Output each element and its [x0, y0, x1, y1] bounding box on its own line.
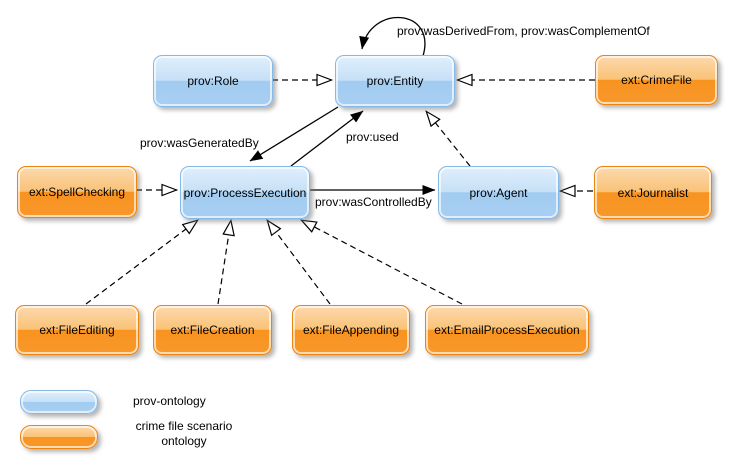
node-ext-journalist: ext:Journalist [594, 166, 712, 219]
node-label: prov:Agent [469, 185, 528, 200]
node-ext-spellchecking: ext:SpellChecking [17, 166, 137, 218]
node-label: ext:CrimeFile [621, 73, 692, 87]
edge-label-wascontrolledby: prov:wasControlledBy [315, 195, 432, 209]
edge-label-used: prov:used [346, 130, 399, 144]
node-label: ext:SpellChecking [28, 185, 126, 199]
node-prov-role: prov:Role [153, 55, 273, 107]
node-ext-crimefile: ext:CrimeFile [595, 55, 718, 105]
edge-subclassof-fileappending-processexecution [266, 219, 331, 305]
node-prov-agent: prov:Agent [438, 166, 559, 219]
node-ext-filecreation: ext:FileCreation [153, 305, 272, 355]
node-label: ext:FileCreation [170, 323, 255, 337]
edge-subclassof-fileediting-processexecution [85, 219, 199, 305]
node-label: ext:FileAppending [302, 323, 400, 337]
legend-label-line1: crime file scenario [135, 419, 233, 433]
edge-wasderivedfrom-self-loop [359, 16, 426, 57]
node-label: prov:ProcessExecution [183, 185, 307, 200]
node-label: ext:FileEditing [39, 323, 115, 337]
node-label: ext:EmailProcessExecution [434, 323, 580, 337]
edge-subclassof-emailprocessexecution-processexecution [299, 219, 463, 305]
legend-label-crime-file-ontology: crime file scenario ontology [133, 419, 235, 449]
legend-swatch-crime-file-ontology [20, 425, 98, 449]
node-label: prov:Role [187, 74, 239, 88]
edge-label-wasgeneratedby: prov:wasGeneratedBy [140, 136, 259, 150]
edge-subclassof-filecreation-processexecution [217, 218, 235, 305]
node-ext-fileediting: ext:FileEditing [15, 305, 139, 355]
node-prov-entity: prov:Entity [335, 55, 455, 107]
edge-wasgeneratedby [249, 106, 339, 162]
node-label: prov:Entity [366, 74, 424, 88]
legend-swatch-prov-ontology [20, 390, 98, 414]
edge-label-wasderivedfrom-wascomplementof: prov:wasDerivedFrom, prov:wasComplementO… [397, 24, 650, 38]
edge-used [290, 110, 364, 167]
edge-subclassof-agent-entity [425, 110, 471, 167]
node-ext-emailprocessexecution: ext:EmailProcessExecution [425, 305, 589, 355]
node-label: ext:Journalist [617, 185, 689, 200]
node-prov-processexecution: prov:ProcessExecution [180, 166, 310, 219]
legend-label-line2: ontology [161, 434, 207, 448]
node-ext-fileappending: ext:FileAppending [292, 305, 410, 355]
legend-label-prov-ontology: prov-ontology [133, 394, 206, 408]
